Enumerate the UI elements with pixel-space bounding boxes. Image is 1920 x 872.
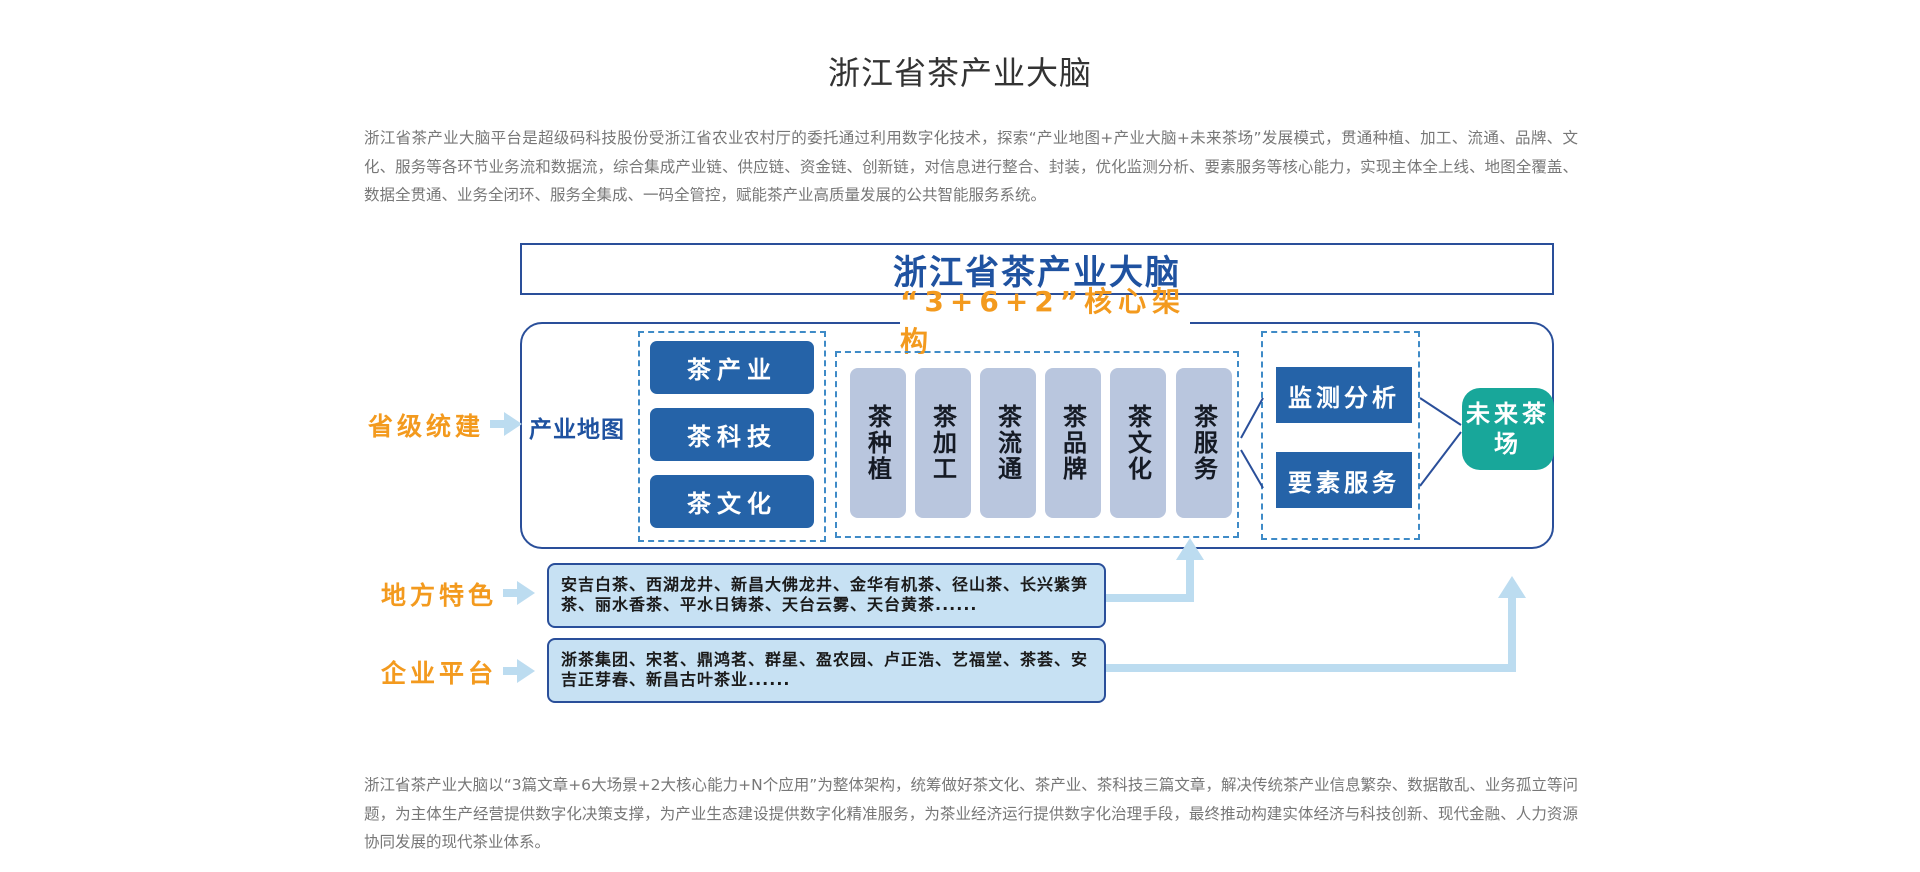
label-province: 省级统建	[368, 412, 485, 441]
article-tea-culture: 茶文化	[650, 475, 814, 528]
diagram-title: 浙江省茶产业大脑	[520, 243, 1554, 295]
scene-planting: 茶种植	[850, 368, 906, 518]
enterprise-up-arrow-icon	[1498, 576, 1526, 598]
enterprise-to-future-line	[1106, 596, 1516, 672]
scene-brand: 茶品牌	[1045, 368, 1101, 518]
capability-factor-service: 要素服务	[1276, 452, 1412, 508]
article-tea-tech: 茶科技	[650, 408, 814, 461]
label-local: 地方特色	[381, 581, 498, 610]
local-to-core-line	[1106, 558, 1194, 602]
scene-circulation: 茶流通	[980, 368, 1036, 518]
arrow-enterprise-icon	[503, 659, 535, 683]
label-enterprise: 企业平台	[381, 659, 498, 688]
local-up-arrow-icon	[1176, 538, 1204, 560]
enterprise-platforms-box: 浙茶集团、宋茗、鼎鸿茗、群星、盈农园、卢正浩、艺福堂、茶荟、安吉正芽春、新昌古叶…	[547, 638, 1106, 703]
page-title: 浙江省茶产业大脑	[827, 54, 1092, 92]
scene-culture: 茶文化	[1110, 368, 1166, 518]
capability-monitoring: 监测分析	[1276, 367, 1412, 423]
arrow-local-icon	[503, 581, 535, 605]
two-capabilities-group	[1261, 331, 1420, 540]
industry-map-label: 产业地图	[529, 417, 625, 443]
core-architecture-label: “3+6+2”核心架构	[900, 285, 1190, 358]
scene-processing: 茶加工	[915, 368, 971, 518]
scene-service: 茶服务	[1176, 368, 1232, 518]
intro-paragraph: 浙江省茶产业大脑平台是超级码科技股份受浙江省农业农村厅的委托通过利用数字化技术，…	[364, 129, 1578, 204]
article-tea-industry: 茶产业	[650, 341, 814, 394]
six-scenes-group	[835, 351, 1239, 538]
three-articles-group	[638, 331, 826, 542]
local-specialties-box: 安吉白茶、西湖龙井、新昌大佛龙井、金华有机茶、径山茶、长兴紫笋茶、丽水香茶、平水…	[547, 563, 1106, 628]
future-tea-farm: 未来茶场	[1462, 388, 1554, 470]
summary-paragraph: 浙江省茶产业大脑以“3篇文章+6大场景+2大核心能力+N个应用”为整体架构，统筹…	[364, 776, 1578, 851]
arrow-province-icon	[490, 412, 522, 436]
